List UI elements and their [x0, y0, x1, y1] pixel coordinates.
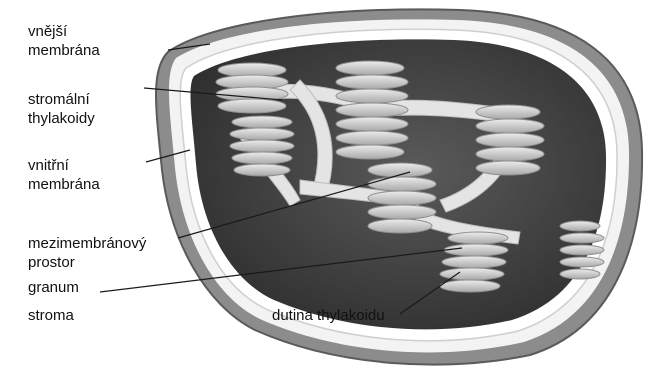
label-outer-membrane-line2: membrána: [28, 41, 100, 60]
label-outer-membrane-line1: vnější: [28, 22, 100, 41]
label-intermembrane-space: mezimembránový prostor: [28, 234, 146, 272]
label-inner-membrane: vnitřní membrána: [28, 156, 100, 194]
label-inner-membrane-line2: membrána: [28, 175, 100, 194]
label-inner-membrane-line1: vnitřní: [28, 156, 100, 175]
label-outer-membrane: vnější membrána: [28, 22, 100, 60]
label-stromal-thylakoids-line1: stromální: [28, 90, 95, 109]
label-stromal-thylakoids-line2: thylakoidy: [28, 109, 95, 128]
label-intermembrane-space-line2: prostor: [28, 253, 146, 272]
label-stromal-thylakoids: stromální thylakoidy: [28, 90, 95, 128]
label-intermembrane-space-line1: mezimembránový: [28, 234, 146, 253]
label-granum: granum: [28, 278, 79, 297]
label-thylakoid-lumen: dutina thylakoidu: [272, 306, 385, 325]
label-stroma: stroma: [28, 306, 74, 325]
